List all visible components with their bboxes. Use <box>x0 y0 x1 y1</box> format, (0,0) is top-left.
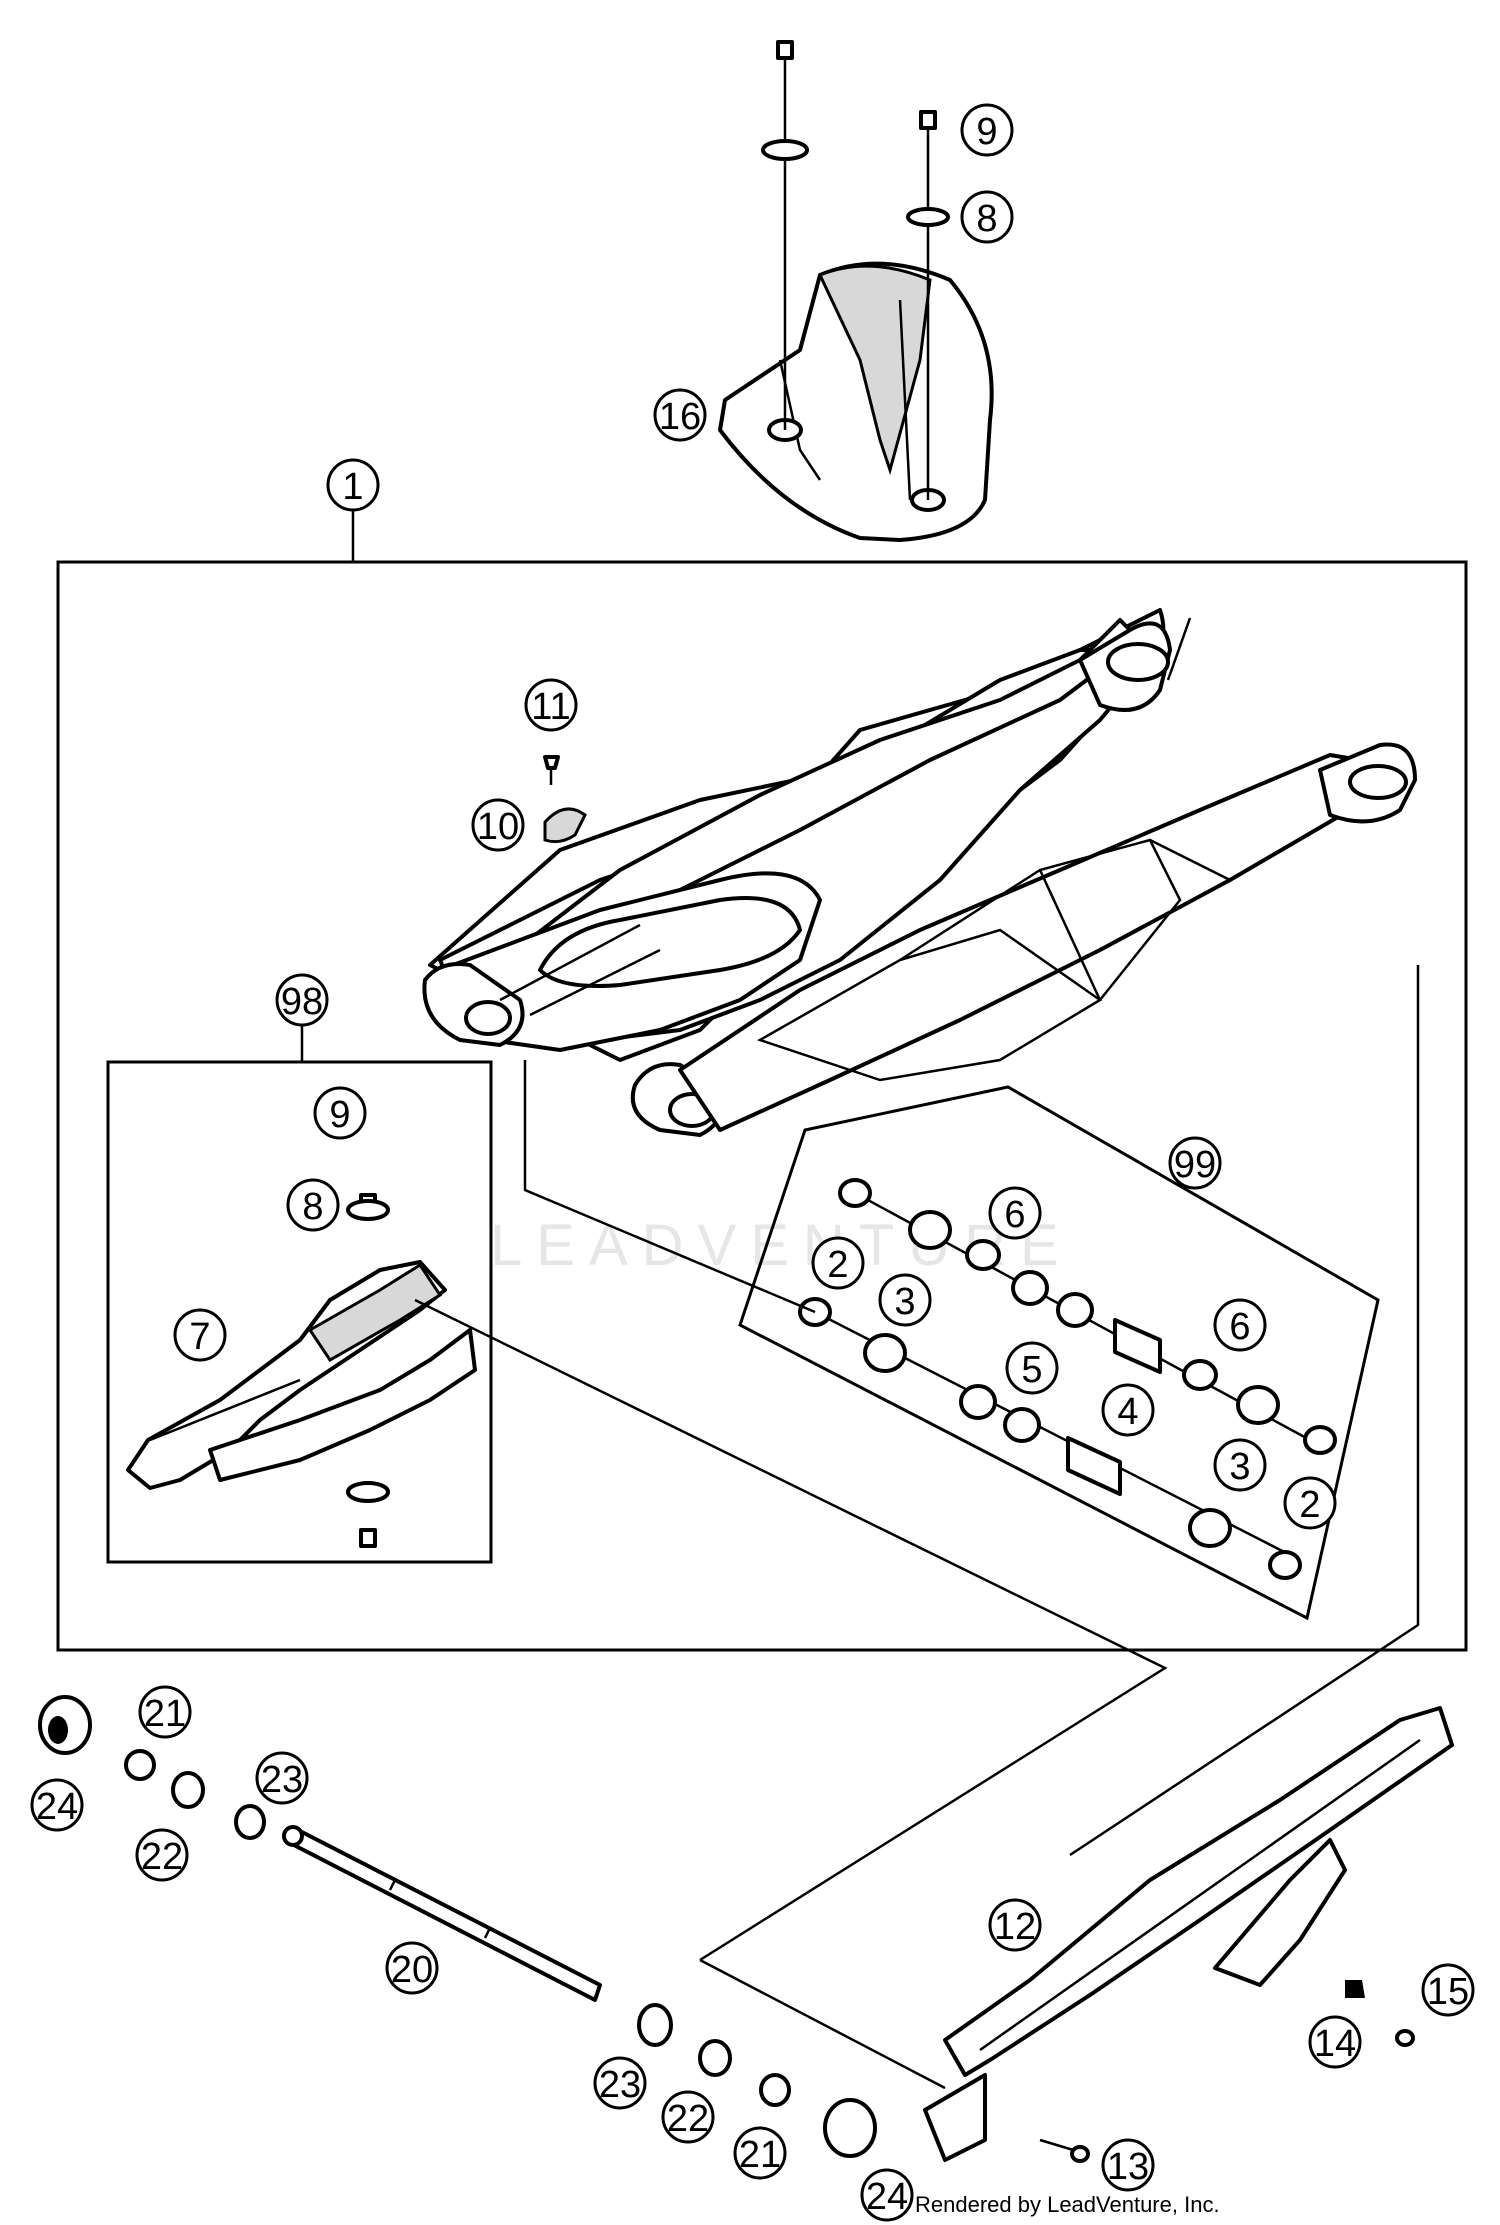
cap-24-right <box>823 2098 877 2158</box>
nut-14 <box>1345 1980 1365 1998</box>
svg-text:23: 23 <box>599 2064 641 2106</box>
svg-text:16: 16 <box>659 396 701 438</box>
callout-9-guide: 9 <box>313 1086 367 1140</box>
bolt-15 <box>1395 2029 1415 2047</box>
svg-text:23: 23 <box>261 1759 303 1801</box>
callout-24-left: 24 <box>30 1778 84 1832</box>
callout-8-top: 8 <box>960 190 1014 244</box>
bolt-11 <box>543 755 560 785</box>
callout-4: 4 <box>1101 1383 1155 1437</box>
svg-text:9: 9 <box>329 1094 350 1136</box>
nut-21-left <box>124 1749 156 1781</box>
washer-22-left <box>171 1771 205 1809</box>
bolt-guide-bottom <box>359 1528 377 1548</box>
callout-9-top: 9 <box>960 103 1014 157</box>
callout-8-guide: 8 <box>286 1178 340 1232</box>
callout-1: 1 <box>326 458 380 512</box>
callout-98: 98 <box>275 973 329 1027</box>
callout-2-bottom: 2 <box>1283 1476 1337 1530</box>
svg-text:3: 3 <box>1229 1446 1250 1488</box>
chain-guard <box>923 1706 1454 2162</box>
bolt-9-top-left <box>761 40 809 430</box>
svg-text:21: 21 <box>739 2134 781 2176</box>
svg-text:14: 14 <box>1314 2023 1356 2065</box>
callout-21-right: 21 <box>733 2126 787 2180</box>
svg-text:9: 9 <box>976 111 997 153</box>
callout-13: 13 <box>1101 2138 1155 2192</box>
svg-text:22: 22 <box>141 1836 183 1878</box>
nut-21-right <box>759 2073 791 2107</box>
svg-text:10: 10 <box>477 806 519 848</box>
swingarm <box>422 608 1417 1137</box>
callout-5: 5 <box>1005 1341 1059 1395</box>
svg-text:99: 99 <box>1174 1144 1216 1186</box>
svg-text:6: 6 <box>1229 1306 1250 1348</box>
callout-24-right: 24 <box>860 2168 914 2222</box>
chain-slider-guard <box>718 261 994 542</box>
callout-22-left: 22 <box>135 1828 189 1882</box>
callout-6-top: 6 <box>988 1186 1042 1240</box>
callout-23-right: 23 <box>593 2056 647 2110</box>
svg-text:5: 5 <box>1021 1349 1042 1391</box>
bushing-23-right <box>637 2003 673 2047</box>
callout-23-left: 23 <box>255 1751 309 1805</box>
callout-20: 20 <box>385 1941 439 1995</box>
svg-text:6: 6 <box>1004 1194 1025 1236</box>
chain-guide <box>126 1260 477 1490</box>
svg-text:12: 12 <box>994 1906 1036 1948</box>
svg-text:24: 24 <box>36 1786 78 1828</box>
svg-text:2: 2 <box>1299 1484 1320 1526</box>
bushing-23-left <box>234 1804 266 1840</box>
chain-guide-group-frame <box>106 1060 493 1564</box>
bolt-13 <box>1039 2138 1090 2163</box>
svg-text:13: 13 <box>1107 2146 1149 2188</box>
washer-22-right <box>698 2039 732 2077</box>
render-credit: Rendered by LeadVenture, Inc. <box>915 2192 1220 2217</box>
callout-10: 10 <box>471 798 525 852</box>
svg-text:8: 8 <box>976 198 997 240</box>
callout-14: 14 <box>1308 2015 1362 2069</box>
svg-text:2: 2 <box>827 1244 848 1286</box>
callout-21-left: 21 <box>138 1685 192 1739</box>
bolt-9-top-right <box>906 110 950 500</box>
callout-7: 7 <box>173 1308 227 1362</box>
callout-6-mid: 6 <box>1213 1298 1267 1352</box>
svg-text:1: 1 <box>342 466 363 508</box>
swingarm-pivot-axle <box>282 1825 602 2002</box>
svg-text:21: 21 <box>144 1693 186 1735</box>
svg-text:7: 7 <box>189 1316 210 1358</box>
callout-2-top: 2 <box>811 1236 865 1290</box>
svg-text:15: 15 <box>1427 1971 1469 2013</box>
bearing-kit-frame <box>738 1085 1380 1621</box>
bearing-kit-parts <box>798 1178 1337 1580</box>
callout-3-bottom: 3 <box>1213 1438 1267 1492</box>
svg-text:24: 24 <box>866 2176 908 2218</box>
svg-text:8: 8 <box>302 1186 323 1228</box>
callout-11: 11 <box>524 678 578 732</box>
washer-8-guide <box>346 1199 390 1221</box>
callout-99: 99 <box>1168 1136 1222 1190</box>
clip-10 <box>543 807 587 844</box>
callout-22-right: 22 <box>661 2090 715 2144</box>
svg-text:11: 11 <box>531 686 570 728</box>
svg-text:20: 20 <box>391 1949 433 1991</box>
svg-text:98: 98 <box>281 981 323 1023</box>
svg-text:22: 22 <box>667 2098 709 2140</box>
callout-16: 16 <box>653 388 707 442</box>
swingarm-group-frame <box>56 560 1468 1652</box>
callout-12: 12 <box>988 1898 1042 1952</box>
callout-15: 15 <box>1421 1963 1475 2017</box>
svg-text:4: 4 <box>1117 1391 1138 1433</box>
washer-guide-bottom <box>346 1481 390 1503</box>
callout-3-top: 3 <box>878 1273 932 1327</box>
svg-text:3: 3 <box>894 1281 915 1323</box>
